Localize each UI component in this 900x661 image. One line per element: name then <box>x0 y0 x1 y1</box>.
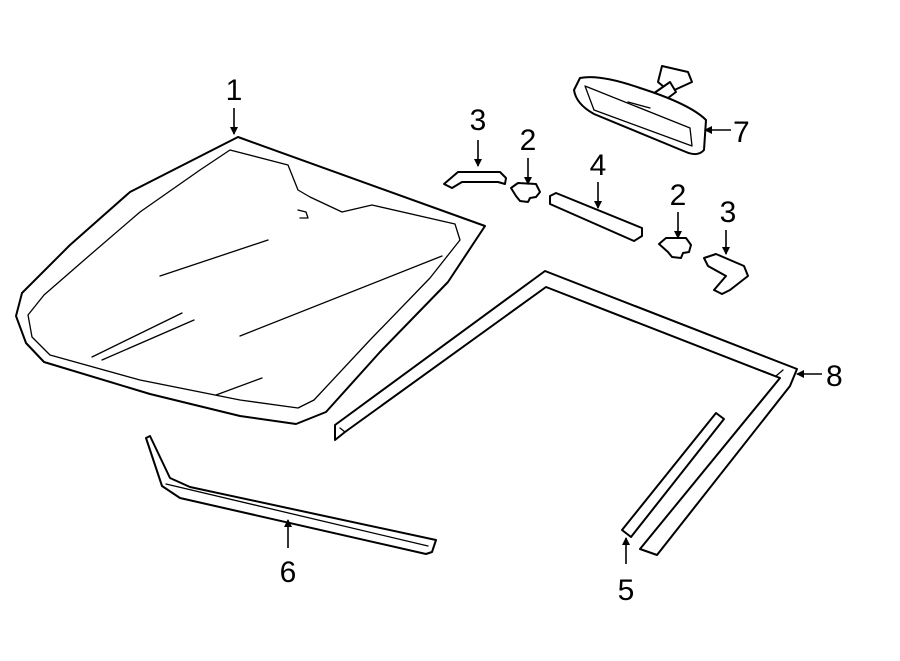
rear-view-mirror <box>573 65 707 156</box>
callout-4: 4 <box>590 149 607 182</box>
callout-3-right: 3 <box>720 196 737 229</box>
callout-6: 6 <box>280 556 297 589</box>
callout-2-left: 2 <box>520 124 537 157</box>
bracket-left <box>443 171 507 189</box>
callout-5: 5 <box>618 574 635 607</box>
side-molding <box>621 412 725 538</box>
windshield-glass <box>15 136 486 425</box>
clip-right <box>658 237 692 259</box>
callout-1: 1 <box>226 74 243 107</box>
callout-2-right: 2 <box>670 179 687 212</box>
callout-7: 7 <box>733 116 750 149</box>
lower-molding-edge <box>165 483 429 547</box>
clip-left <box>510 182 541 203</box>
reveal-molding <box>334 270 798 556</box>
callout-8: 8 <box>826 360 843 393</box>
callout-3-left: 3 <box>470 104 487 137</box>
lower-molding <box>145 435 437 555</box>
bracket-right <box>703 253 749 295</box>
upper-strip <box>549 192 643 242</box>
